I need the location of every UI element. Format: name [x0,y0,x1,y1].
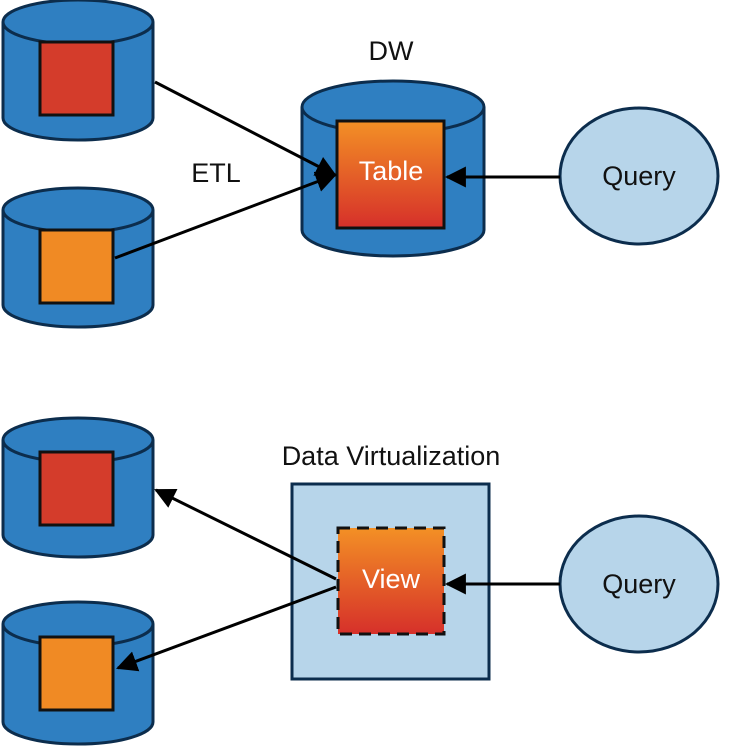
query-label-bottom: Query [602,569,676,599]
query-node-bottom: Query [558,514,720,654]
source-red-square [38,40,115,117]
source-orange-square-bottom [38,635,115,712]
view-arrow-to-orange-source [116,585,337,672]
etl-arrow-orange-to-table [114,171,337,260]
query-label-top: Query [602,161,676,191]
table-label: Table [359,156,424,186]
view-label: View [362,564,421,594]
data-virtualization-label: Data Virtualization [282,441,501,471]
etl-label: ETL [191,158,241,188]
source-database-1 [1,0,155,142]
view-arrow-to-red-source [154,488,337,581]
source-orange-square [38,228,115,305]
table-box [335,119,446,230]
etl-arrow-red-to-table [154,80,337,177]
source-red-square-bottom [38,450,115,527]
data-virtualization-box: View [290,482,491,681]
query-node-top: Query [558,106,720,246]
source-database-3 [1,416,155,559]
dw-label: DW [369,36,414,66]
dw-database: Table [300,79,486,258]
view-box [336,526,446,636]
source-database-4 [1,600,155,746]
source-database-2 [1,186,155,329]
